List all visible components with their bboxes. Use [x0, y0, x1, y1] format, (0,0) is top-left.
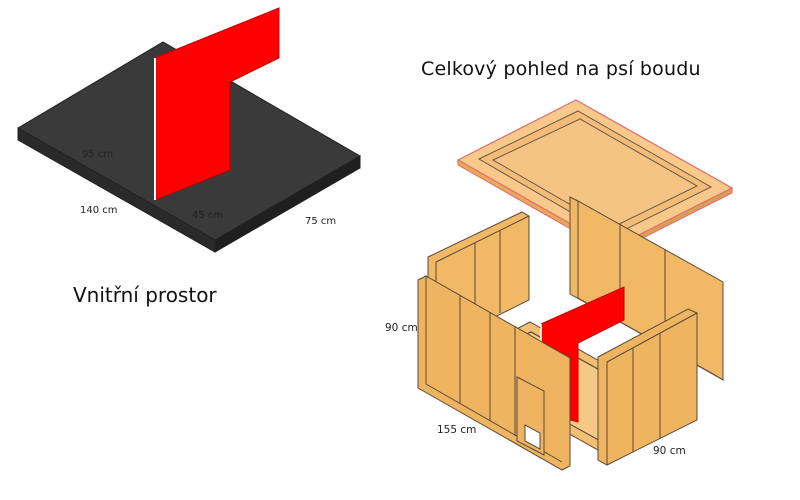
door-opening [524, 424, 541, 450]
dim-width: 95 cm [82, 149, 113, 160]
dim-height: 90 cm [385, 322, 418, 334]
overall-view-title: Celkový pohled na psí boudu [421, 58, 701, 80]
front-left-wall [417, 275, 571, 471]
dim-side: 75 cm [305, 216, 336, 227]
front-right-wall [597, 308, 698, 466]
floor-slab-front-right [214, 155, 361, 253]
dim-wall-offset: 45 cm [192, 210, 223, 221]
inner-space-title: Vnitřní prostor [73, 283, 217, 307]
inner-space-view: 95 cm 140 cm 45 cm 75 cm [17, 7, 361, 253]
dim-depth: 140 cm [80, 205, 118, 216]
dim-length: 155 cm [437, 424, 476, 436]
dim-width-right: 90 cm [653, 445, 686, 457]
overall-view: 90 cm 155 cm 90 cm [385, 99, 734, 471]
